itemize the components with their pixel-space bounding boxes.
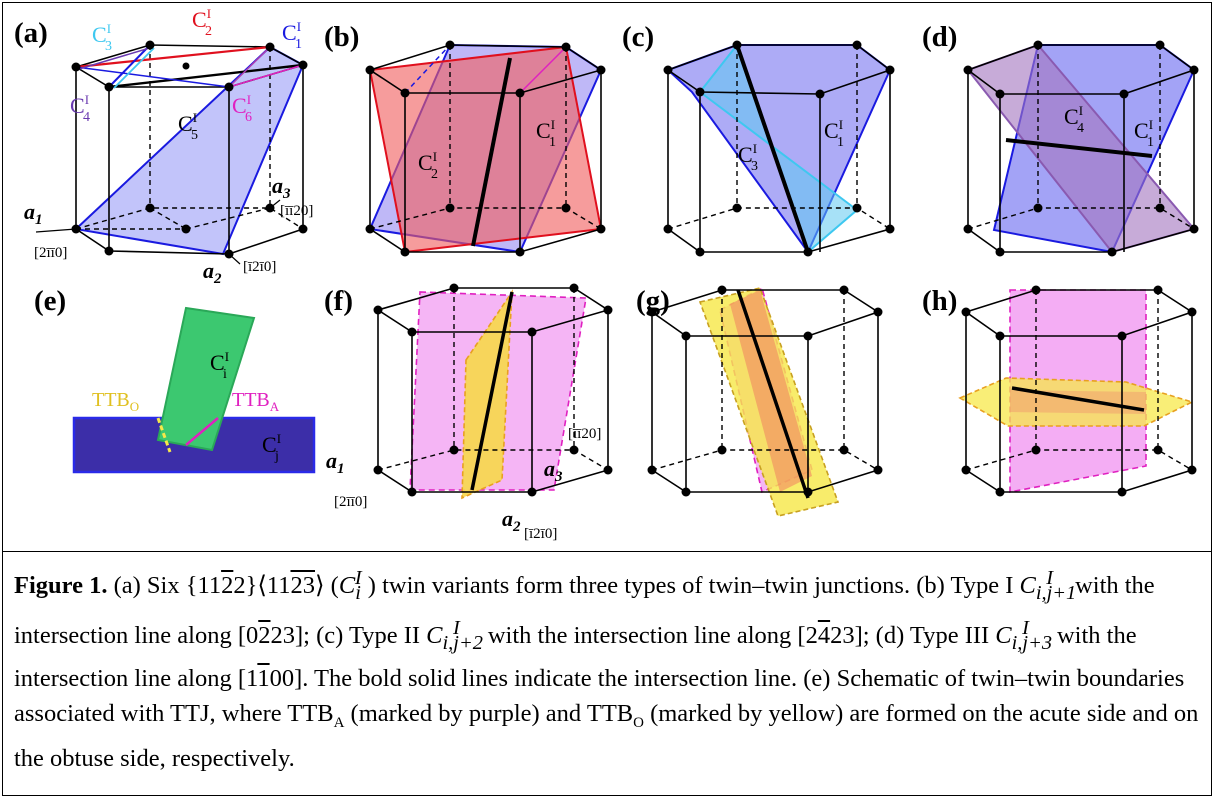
caption-divider bbox=[2, 551, 1212, 552]
svg-text:[2īī0]: [2īī0] bbox=[334, 494, 367, 510]
svg-text:CI1: CI1 bbox=[536, 117, 556, 150]
svg-text:CI3: CI3 bbox=[92, 21, 112, 54]
svg-text:CI4: CI4 bbox=[70, 92, 90, 125]
svg-text:(d): (d) bbox=[922, 21, 957, 53]
hidden-edges bbox=[75, 45, 304, 230]
svg-text:a3: a3 bbox=[544, 456, 563, 485]
svg-text:CI1: CI1 bbox=[1134, 117, 1154, 150]
svg-text:a3: a3 bbox=[272, 173, 291, 202]
svg-text:(h): (h) bbox=[922, 285, 957, 317]
svg-text:CIj: CIj bbox=[262, 431, 281, 464]
svg-text:[2īī0]: [2īī0] bbox=[34, 245, 67, 261]
svg-text:CI1: CI1 bbox=[824, 117, 844, 150]
svg-text:[ī2ī0]: [ī2ī0] bbox=[524, 526, 557, 542]
svg-text:CI1: CI1 bbox=[282, 19, 302, 52]
svg-text:CI2: CI2 bbox=[192, 6, 212, 39]
svg-text:a1: a1 bbox=[326, 448, 345, 477]
svg-text:(e): (e) bbox=[34, 285, 66, 317]
svg-text:a1: a1 bbox=[24, 199, 43, 228]
svg-text:CI4: CI4 bbox=[1064, 103, 1084, 136]
figure-caption: Figure 1. (a) Six {1122}⟨1123⟩ (CiI ) tw… bbox=[14, 567, 1199, 772]
panel-g: (g) bbox=[636, 285, 883, 517]
svg-text:(b): (b) bbox=[324, 21, 359, 53]
panel-h: (h) bbox=[922, 285, 1197, 497]
svg-text:[īī20]: [īī20] bbox=[568, 426, 601, 442]
svg-text:a2: a2 bbox=[502, 506, 521, 535]
svg-text:(f): (f) bbox=[324, 285, 353, 317]
svg-text:TTBO: TTBO bbox=[92, 389, 139, 414]
svg-text:(g): (g) bbox=[636, 285, 670, 317]
svg-text:CI3: CI3 bbox=[738, 141, 758, 174]
svg-text:CI6: CI6 bbox=[232, 92, 252, 125]
twin-ci bbox=[156, 306, 256, 452]
svg-text:TTBA: TTBA bbox=[232, 389, 280, 414]
plane-yellow bbox=[461, 289, 513, 500]
svg-text:CI5: CI5 bbox=[178, 110, 198, 143]
svg-text:(c): (c) bbox=[622, 21, 654, 53]
svg-text:[ī2ī0]: [ī2ī0] bbox=[243, 259, 276, 275]
svg-text:CI2: CI2 bbox=[418, 149, 438, 182]
svg-text:[īī20]: [īī20] bbox=[280, 203, 313, 219]
svg-text:CIi: CIi bbox=[210, 349, 229, 382]
panel-f: (f) a1 [2īī0] a2 [ī2ī0] a3 [īī20] bbox=[324, 283, 613, 542]
caption-label: Figure 1. bbox=[14, 572, 108, 600]
panel-label: (a) bbox=[14, 17, 48, 49]
svg-text:a2: a2 bbox=[203, 258, 222, 287]
